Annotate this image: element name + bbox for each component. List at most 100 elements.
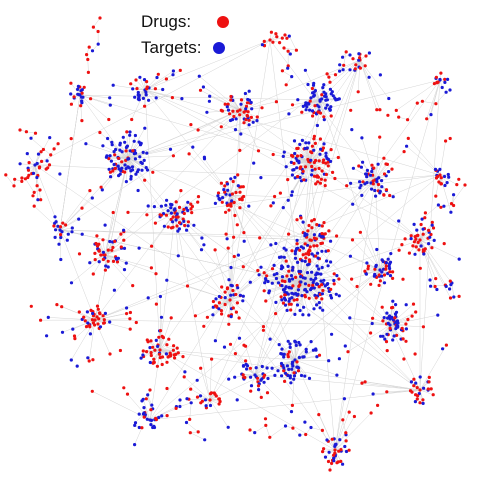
target-node [169,211,173,215]
drug-node [143,104,147,108]
drug-node [290,403,294,407]
target-node [446,77,450,81]
drug-node [165,343,169,347]
target-node [325,156,329,160]
target-node [304,350,308,354]
drug-node [223,102,227,106]
drug-node [228,342,233,346]
drug-node [220,285,224,289]
target-node [247,123,251,127]
drug-node [400,326,404,330]
network-edge [94,319,131,330]
network-edge [120,143,129,159]
drug-node [309,150,313,154]
drug-node [439,176,443,180]
target-node [323,455,328,459]
target-node [443,183,447,188]
target-node [53,221,57,225]
drug-node [244,104,249,108]
network-edge [59,94,81,231]
drug-node [258,236,262,240]
drug-node [452,203,456,208]
drug-node [318,137,322,141]
target-node [337,357,341,361]
network-edge [94,319,111,355]
target-node [230,284,234,288]
target-node [158,294,162,299]
target-node [421,227,425,231]
network-edges [5,17,466,471]
network-edge [229,194,275,197]
target-node [213,201,217,205]
network-edge [104,254,157,274]
drug-node [406,317,410,322]
drug-node [116,156,121,160]
network-edge [159,317,172,351]
target-node [292,139,297,143]
target-node [180,97,184,101]
drug-node [99,185,103,189]
drug-node [33,131,38,135]
target-node [307,313,311,317]
network-edge [419,389,424,400]
drug-node [269,30,273,34]
target-node [123,163,127,167]
network-edge [430,79,441,115]
target-node [289,381,293,385]
drug-node [295,154,300,158]
drug-node [173,356,177,360]
target-node [280,284,284,288]
drug-node [176,351,180,355]
drug-node [125,392,130,396]
network-edge [94,239,311,321]
target-node [233,175,237,179]
target-node [307,376,312,380]
drug-node [412,377,416,381]
drug-node [91,25,95,29]
target-node [239,132,243,136]
target-node [309,340,313,344]
drug-node [145,85,149,89]
drug-node [211,299,215,304]
target-node [118,141,122,145]
drug-node [281,301,285,305]
target-node [428,278,432,282]
drug-node [419,222,423,227]
network-edge [346,179,376,186]
network-edge [309,161,320,169]
network-edge [419,222,433,241]
drug-node [101,257,105,262]
drug-node [308,99,312,103]
target-node [242,239,246,243]
target-node [201,85,205,89]
network-edge [34,164,39,200]
target-node [289,274,294,278]
drug-node [307,223,311,228]
drug-node [168,351,172,355]
target-node [358,186,362,190]
drug-node [113,239,117,243]
target-node [329,239,333,243]
target-node [380,179,384,183]
drug-node [448,279,452,283]
network-edge [149,174,441,421]
drug-node [388,326,392,330]
network-edge [407,102,418,120]
target-node [300,138,304,142]
drug-node [90,318,94,322]
target-node [382,316,386,320]
network-edge [5,174,15,187]
network-edge [322,430,328,441]
network-edge [34,164,231,301]
target-node [222,345,227,349]
drug-node [332,282,336,286]
target-node [435,287,439,292]
target-node [365,168,369,172]
network-edge [61,306,96,321]
target-node [293,252,297,256]
target-node [343,344,347,348]
drug-node [227,208,231,212]
target-node [222,188,226,192]
drug-node [218,399,222,404]
target-node [367,75,371,79]
